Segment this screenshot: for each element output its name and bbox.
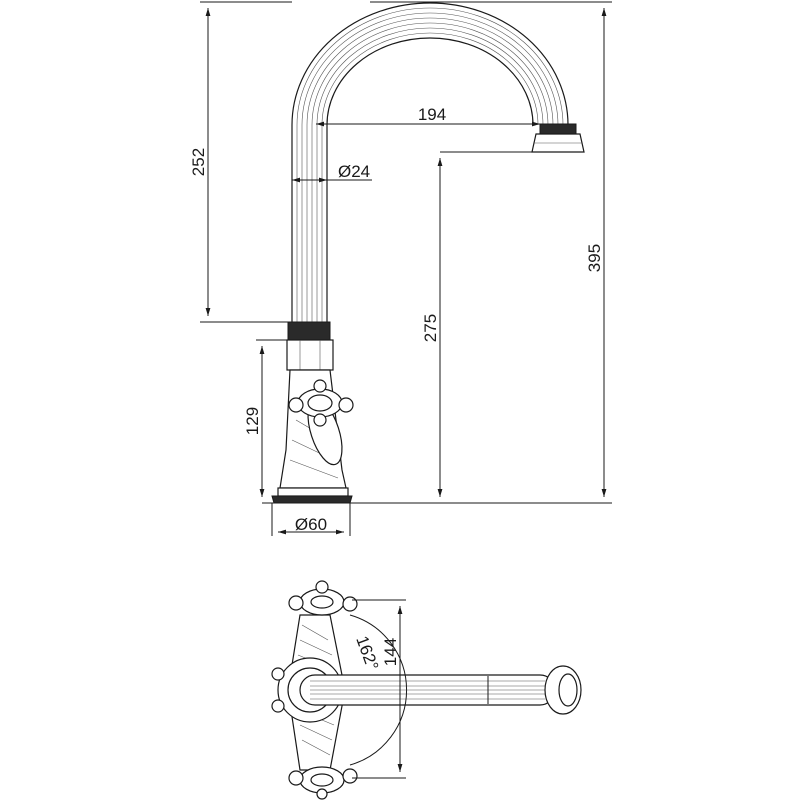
spout-arm-top [299,665,582,715]
spout-pipe [291,2,569,322]
dimension-label-rotation: 162° [352,633,382,673]
dimension-base-height: 129 [243,339,290,497]
top-handle-lower [288,766,358,800]
dimension-pipe-diameter: Ø24 [292,162,372,183]
dimension-outlet-height: 275 [421,151,532,497]
dimension-label-144: 144 [381,638,400,666]
cross-handle-side [288,379,354,427]
dimension-label-129: 129 [243,407,262,435]
dimension-handle-spacing: 144 [352,599,406,779]
top-handle-upper [288,580,358,616]
side-view: 395 252 194 Ø24 275 [189,1,612,536]
top-view: 162° 144 [271,580,582,800]
dimension-label-194: 194 [418,105,446,124]
dimension-spout-reach: 194 [316,105,540,127]
aerator [531,123,585,153]
dimension-base-diameter: Ø60 [271,503,351,536]
dimension-label-pipe-diameter: Ø24 [338,162,370,181]
dimension-total-height: 395 [350,1,612,504]
dimension-label-275: 275 [421,314,440,342]
dimension-label-base-diameter: Ø60 [295,515,327,534]
dimension-body-height: 252 [189,1,292,323]
faucet-base [262,487,360,504]
dimension-label-395: 395 [585,244,604,272]
dimension-label-252: 252 [189,148,208,176]
decorative-collar [287,321,331,341]
